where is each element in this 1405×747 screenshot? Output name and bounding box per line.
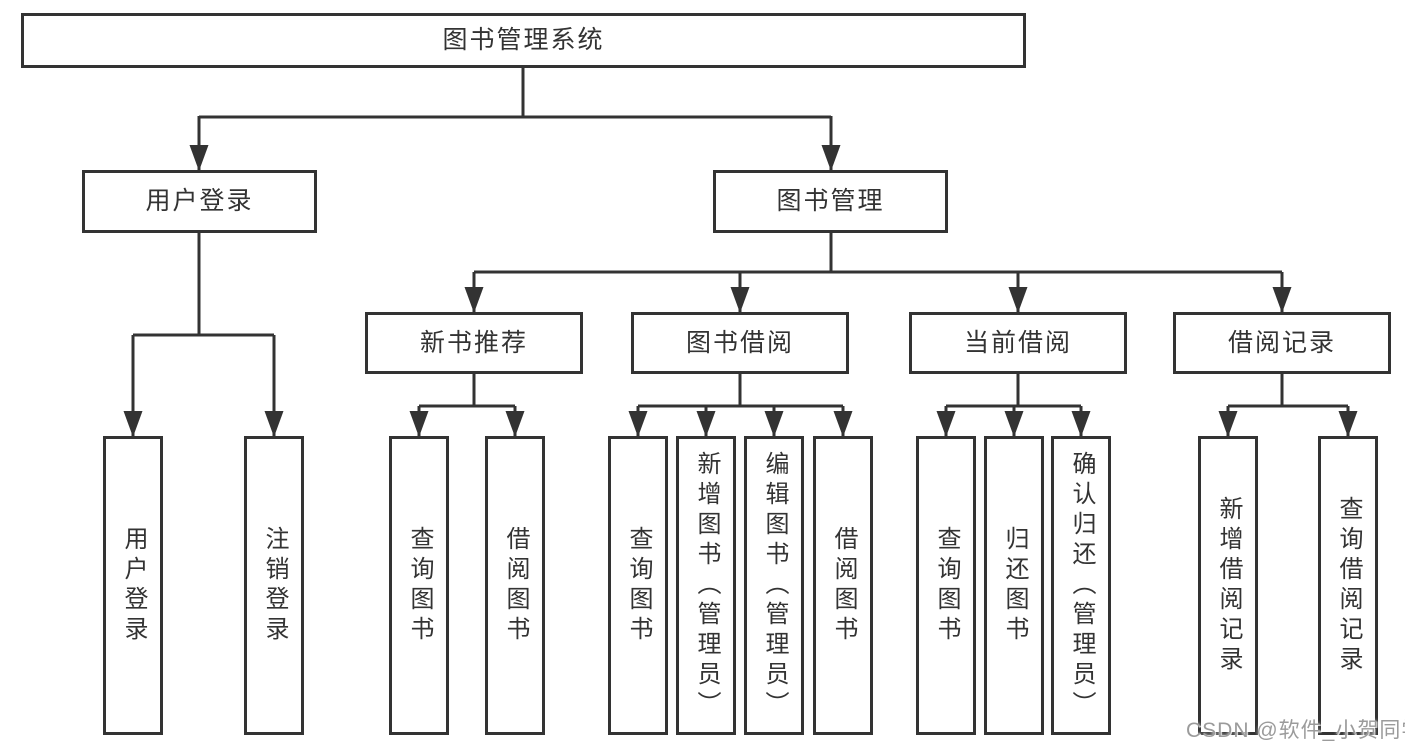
leaf-user-login: 用户登录 (103, 436, 163, 735)
leaf-query-books-current: 查询图书 (916, 436, 976, 735)
leaf-edit-books-admin: 编辑图书（管理员） (744, 436, 804, 735)
leaf-logout: 注销登录 (244, 436, 304, 735)
leaf-add-borrow-record: 新增借阅记录 (1198, 436, 1258, 735)
leaf-add-books-admin: 新增图书（管理员） (676, 436, 736, 735)
leaf-borrow-books-recommend: 借阅图书 (485, 436, 545, 735)
node-current-borrow: 当前借阅 (909, 312, 1127, 374)
leaf-query-borrow-record: 查询借阅记录 (1318, 436, 1378, 735)
node-borrow-records: 借阅记录 (1173, 312, 1391, 374)
node-book-management: 图书管理 (713, 170, 948, 233)
leaf-query-books-borrow: 查询图书 (608, 436, 668, 735)
leaf-query-books-recommend: 查询图书 (389, 436, 449, 735)
leaf-confirm-return-admin: 确认归还（管理员） (1051, 436, 1111, 735)
leaf-borrow-books: 借阅图书 (813, 436, 873, 735)
node-book-borrow: 图书借阅 (631, 312, 849, 374)
connector-segments (123, 68, 1358, 437)
csdn-watermark: CSDN @软件_小贺同学 (1186, 719, 1405, 742)
node-system-root: 图书管理系统 (21, 13, 1026, 68)
node-user-login: 用户登录 (82, 170, 317, 233)
node-new-book-recommend: 新书推荐 (365, 312, 583, 374)
leaf-return-books: 归还图书 (984, 436, 1044, 735)
